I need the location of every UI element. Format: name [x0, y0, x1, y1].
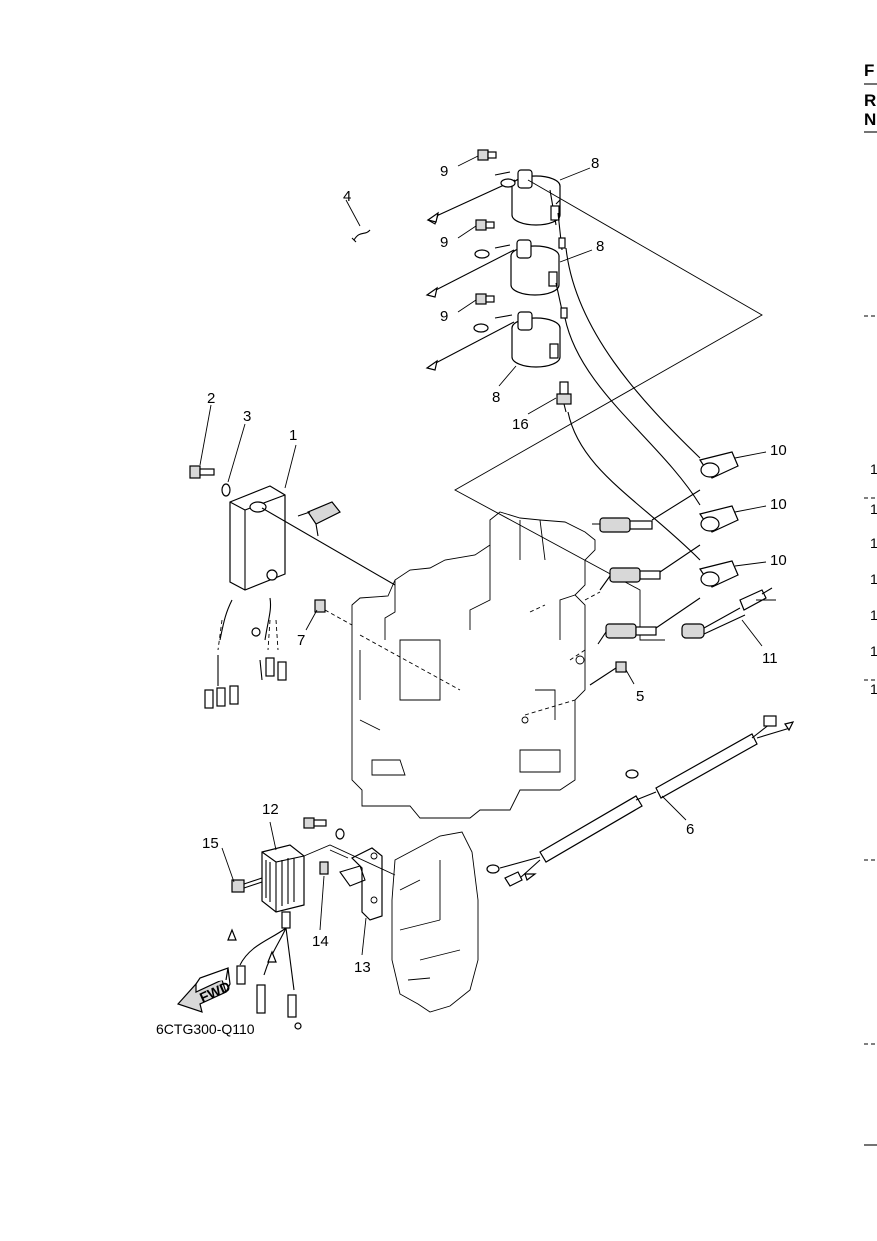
fwd-arrow-icon: FWD — [176, 967, 233, 1013]
clip-4 — [351, 229, 371, 243]
spark-plug-1 — [592, 489, 701, 533]
edge-letter-n: N — [864, 110, 876, 129]
callout-1: 1 — [289, 427, 297, 444]
right-edge-fragment: F R N 1 1 1 1 1 1 1 — [864, 61, 877, 1146]
callout-7: 7 — [297, 632, 305, 649]
callout-11: 11 — [762, 650, 778, 667]
bolt-9-middle — [475, 219, 495, 231]
edge-num-6: 1 — [870, 643, 877, 659]
callout-14: 14 — [312, 933, 329, 950]
callout-8-top: 8 — [591, 155, 599, 172]
callout-16: 16 — [512, 416, 529, 433]
spark-plug-cap-3 — [699, 560, 739, 588]
callout-10-bottom: 10 — [770, 552, 787, 569]
edge-letter-f: F — [864, 61, 874, 80]
cdi-mount-line — [261, 507, 396, 586]
bracket-13 — [339, 847, 383, 921]
bolt-2 — [189, 465, 215, 479]
rectifier-regulator-12 — [227, 844, 305, 1030]
spark-plug-cap-2 — [699, 505, 739, 533]
ht-lead-3 — [567, 411, 701, 561]
callout-9-top: 9 — [440, 163, 448, 180]
callout-15: 15 — [202, 835, 219, 852]
callout-9-middle: 9 — [440, 234, 448, 251]
edge-num-1: 1 — [870, 461, 877, 477]
spark-plug-3 — [597, 597, 701, 645]
bolt-15 — [231, 877, 263, 893]
callout-12: 12 — [262, 801, 279, 818]
cdi-unit-1 — [204, 485, 341, 709]
spark-plug-2 — [599, 544, 701, 591]
callout-3: 3 — [243, 408, 251, 425]
edge-num-7: 1 — [870, 681, 877, 697]
coil-group-bracket — [454, 179, 763, 641]
edge-num-5: 1 — [870, 607, 877, 623]
bolt-7 — [314, 599, 353, 626]
edge-num-3: 1 — [870, 535, 877, 551]
callout-13: 13 — [354, 959, 371, 976]
bolt-5 — [589, 661, 627, 686]
callout-numbers: 1 2 3 4 5 6 7 8 8 8 9 9 9 10 10 10 11 12… — [202, 155, 787, 976]
leader-lines — [199, 155, 767, 956]
guide-lines — [359, 591, 601, 716]
washer-3 — [221, 483, 231, 497]
callout-6: 6 — [686, 821, 694, 838]
thermo-sensor-11 — [681, 587, 776, 639]
ignition-coil-top — [511, 169, 561, 226]
spark-plug-cap-1 — [699, 451, 739, 479]
bracket-guide — [303, 844, 396, 876]
edge-num-2: 1 — [870, 501, 877, 517]
callout-10-top: 10 — [770, 442, 787, 459]
ht-lead-1 — [565, 247, 701, 459]
sensor-16 — [556, 381, 572, 413]
ignition-coil-middle — [510, 239, 560, 296]
callout-8-bottom: 8 — [492, 389, 500, 406]
bolt-9-bottom — [475, 293, 495, 305]
callout-4: 4 — [343, 188, 351, 205]
edge-letter-r: R — [864, 91, 876, 110]
callout-5: 5 — [636, 688, 644, 705]
collar-14 — [319, 861, 329, 875]
callout-10-middle: 10 — [770, 496, 787, 513]
coil-lead-wires — [425, 171, 568, 371]
callout-8-middle: 8 — [596, 238, 604, 255]
ignition-coil-bottom — [511, 311, 561, 368]
battery-cable-6 — [486, 715, 795, 887]
lower-block-outline — [391, 831, 479, 1013]
ht-lead-2 — [564, 317, 701, 506]
edge-num-4: 1 — [870, 571, 877, 587]
callout-2: 2 — [207, 390, 215, 407]
figure-code: 6CTG300-Q110 — [156, 1021, 255, 1037]
bolt-13-mount — [303, 817, 345, 840]
callout-9-bottom: 9 — [440, 308, 448, 325]
bolt-9-top — [477, 149, 497, 161]
engine-block-outline — [351, 511, 596, 819]
